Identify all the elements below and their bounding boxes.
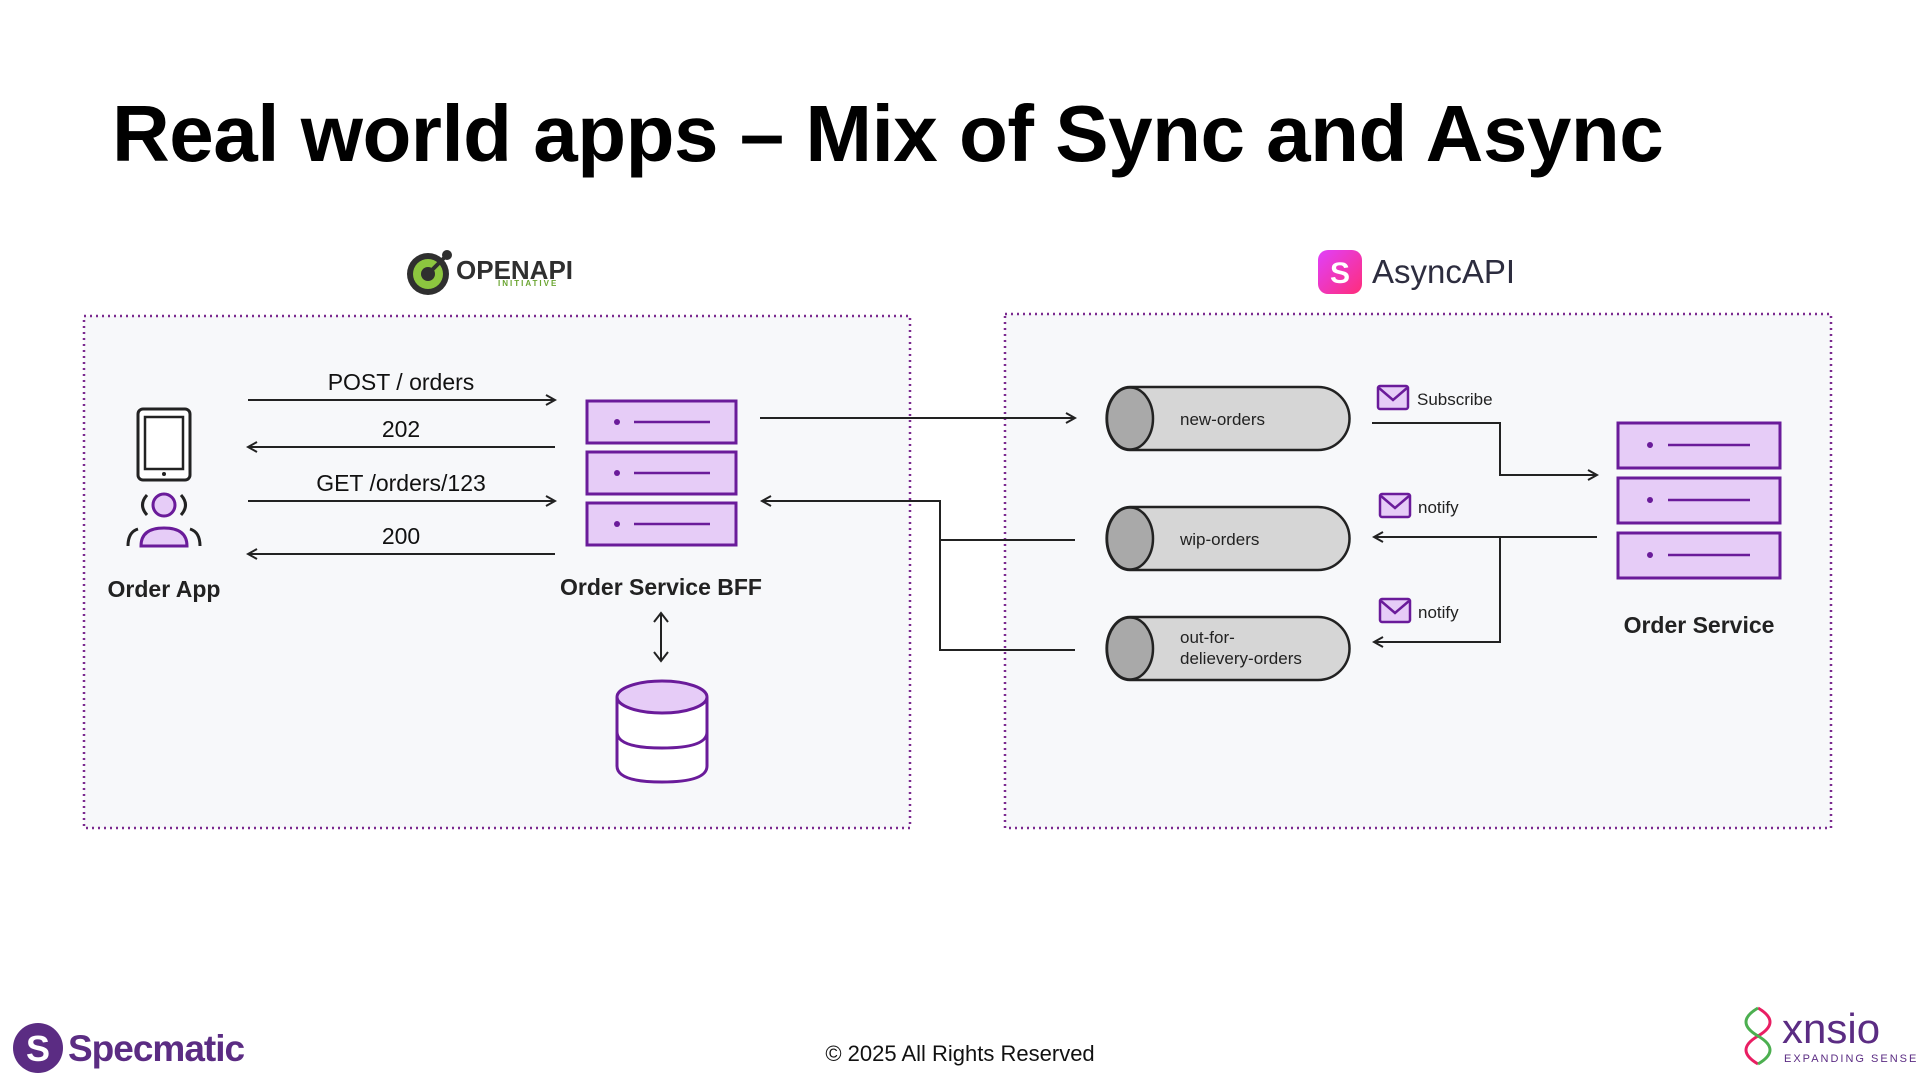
slide-title: Real world apps – Mix of Sync and Async [112, 89, 1664, 178]
topic-label: wip-orders [1179, 530, 1259, 549]
topic-label-line1: out-for- [1180, 628, 1235, 647]
topic-wip-orders: wip-orders [1105, 505, 1351, 572]
http-call-label: GET /orders/123 [316, 470, 486, 496]
topic-label: new-orders [1180, 410, 1265, 429]
user-icon [126, 492, 202, 548]
openapi-logo-text: OPENAPI [456, 255, 573, 285]
tablet-icon [136, 407, 192, 482]
topic-out-for-delivery-orders: out-for- delievery-orders [1105, 615, 1351, 682]
database-icon [615, 679, 709, 784]
message-label: notify [1418, 498, 1459, 517]
copyright-footer: © 2025 All Rights Reserved [825, 1041, 1095, 1066]
envelope-icon [1378, 492, 1412, 519]
topic-new-orders: new-orders [1105, 385, 1351, 452]
xnsio-logo-subtext: EXPANDING SENSE [1784, 1053, 1918, 1065]
bff-label: Order Service BFF [560, 574, 762, 600]
svg-text:S: S [1330, 257, 1350, 290]
asyncapi-logo-icon [1318, 250, 1362, 294]
dna-icon [1744, 1006, 1772, 1066]
order-app-label: Order App [108, 576, 221, 602]
http-call-label: 200 [382, 523, 420, 549]
svg-text:S: S [26, 1028, 50, 1069]
envelope-icon [1378, 597, 1412, 624]
message-label: notify [1418, 603, 1459, 622]
specmatic-logo-icon [13, 1023, 63, 1073]
order-service-label: Order Service [1624, 612, 1775, 638]
order-service-server-icon [1616, 421, 1782, 580]
openapi-panel [82, 314, 912, 830]
specmatic-logo: S Specmatic [13, 1023, 246, 1073]
asyncapi-logo: S AsyncAPI [1318, 250, 1515, 294]
openapi-logo-subtext: INITIATIVE [498, 279, 558, 288]
bff-server-icon [585, 399, 738, 547]
xnsio-logo: xnsio EXPANDING SENSE [1744, 1005, 1918, 1066]
db-connection-arrow [653, 611, 669, 663]
subscribe-arrow [1372, 422, 1597, 475]
topic-label-line2: delievery-orders [1180, 649, 1302, 668]
http-call-label: 202 [382, 416, 420, 442]
http-call-label: POST / orders [328, 369, 475, 395]
openapi-logo: OPENAPI INITIATIVE [407, 250, 573, 295]
asyncapi-logo-text: AsyncAPI [1372, 253, 1515, 290]
specmatic-logo-text: Specmatic [68, 1028, 245, 1069]
envelope-icon [1376, 384, 1410, 411]
xnsio-logo-text: xnsio [1782, 1005, 1880, 1052]
consume-connector [939, 501, 1075, 651]
message-label: Subscribe [1417, 390, 1493, 409]
notify-delivery-arrow [1374, 537, 1501, 642]
